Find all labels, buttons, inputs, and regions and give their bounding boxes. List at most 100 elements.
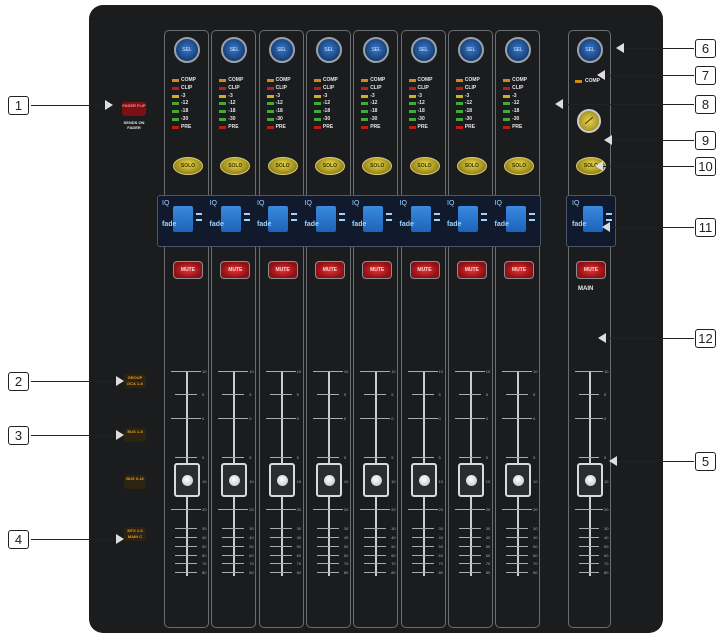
solo-button[interactable]: SOLO [267, 157, 298, 175]
fader-knob[interactable] [315, 463, 342, 497]
solo-button[interactable]: SOLO [504, 157, 535, 175]
main-fader-knob[interactable] [577, 463, 603, 497]
sel-button[interactable]: SEL [268, 37, 295, 63]
fader-tick [458, 546, 481, 547]
meter-label: COMP [228, 77, 244, 83]
mute-button[interactable]: MUTE [314, 261, 345, 279]
meter-label: -18 [275, 108, 283, 115]
layer-button[interactable]: BUS 9-16 [124, 475, 146, 489]
meter-label: CLIP [181, 84, 193, 91]
mute-button[interactable]: MUTE [504, 261, 535, 279]
solo-button[interactable]: SOLO [409, 157, 440, 175]
meter-row: -30 [407, 116, 441, 123]
mute-button[interactable]: MUTE [409, 261, 440, 279]
fader-flip-button[interactable]: FADER FLIP [122, 102, 146, 116]
fader-knob[interactable] [221, 463, 248, 497]
fader-tick [364, 537, 387, 538]
mute-label: MUTE [512, 267, 527, 273]
fader-tick [316, 528, 339, 529]
fader-knob[interactable] [410, 463, 437, 497]
solo-button[interactable]: SOLO [456, 157, 487, 175]
fader-knob[interactable] [174, 463, 200, 497]
meter-label: COMP [370, 77, 386, 83]
sel-button[interactable]: SEL [174, 37, 200, 63]
meter-row: PRE [407, 124, 441, 131]
meter-led [172, 86, 179, 90]
sel-button[interactable]: SEL [363, 37, 390, 63]
meter-led [361, 118, 369, 121]
fader-scale-label: 30 [391, 526, 396, 531]
callout-number: 12 [695, 329, 716, 348]
fader-tick [454, 509, 485, 510]
fader-tick [579, 546, 599, 547]
fader-tick [364, 555, 387, 556]
layer-button[interactable]: BUS 1-8 [124, 428, 146, 442]
fader-knob[interactable] [505, 463, 532, 497]
solo-button[interactable]: SOLO [173, 157, 203, 175]
mute-button[interactable]: MUTE [173, 261, 203, 279]
meter-row: -12 [359, 100, 393, 107]
fader-scale-label: 60 [604, 553, 609, 558]
fader-tick [269, 457, 292, 458]
sel-button[interactable]: SEL [457, 37, 484, 63]
mute-button[interactable]: MUTE [456, 261, 487, 279]
fader-scale-label: 10 [249, 369, 254, 374]
fader-knob[interactable] [457, 463, 484, 497]
meter-led [503, 125, 511, 129]
main-sel-button[interactable]: SEL [577, 37, 603, 63]
sel-button[interactable]: SEL [315, 37, 342, 63]
fader-scale-label: 5 [485, 392, 489, 397]
fader-scale-label: 10 [296, 369, 302, 374]
lcd-bottom-label: fade [162, 221, 177, 228]
fader-knob-dot [323, 475, 335, 486]
fader-tick [222, 563, 245, 564]
meter-led [361, 125, 369, 129]
meter-led [313, 110, 321, 114]
callout-line [606, 338, 694, 339]
callout-arrow [609, 456, 617, 466]
main-mute-button[interactable]: MUTE [576, 261, 606, 279]
solo-button[interactable]: SOLO [362, 157, 393, 175]
layer-button[interactable]: MTX 1-6 MAIN C [124, 527, 146, 541]
solo-button[interactable]: SOLO [220, 157, 251, 175]
mute-button[interactable]: MUTE [362, 261, 393, 279]
sel-button[interactable]: SEL [221, 37, 248, 63]
fader-knob[interactable] [268, 463, 295, 497]
meter-led [503, 118, 511, 121]
meter-row: COMP [217, 77, 251, 84]
mute-button[interactable]: MUTE [220, 261, 251, 279]
lcd-bottom-label: fade [447, 221, 462, 228]
fader-scale-label: 5 [343, 455, 347, 460]
meter-label: CLIP [228, 84, 240, 91]
sel-button[interactable]: SEL [505, 37, 532, 63]
fader-scale-label: 5 [438, 392, 441, 397]
solo-button[interactable]: SOLO [314, 157, 345, 175]
fader-scale-label: 0 [485, 416, 489, 421]
meter-label: -3 [464, 92, 470, 99]
layer-button[interactable]: GROUP DCA 1-8 [124, 374, 146, 388]
mute-button[interactable]: MUTE [267, 261, 298, 279]
fader-scale-label: 50 [343, 544, 349, 549]
fader-knob[interactable] [363, 463, 390, 497]
meter-label: -3 [181, 92, 186, 99]
sel-button[interactable]: SEL [410, 37, 437, 63]
fader-tick [502, 509, 533, 510]
fader-scale-label: 80 [485, 570, 491, 575]
